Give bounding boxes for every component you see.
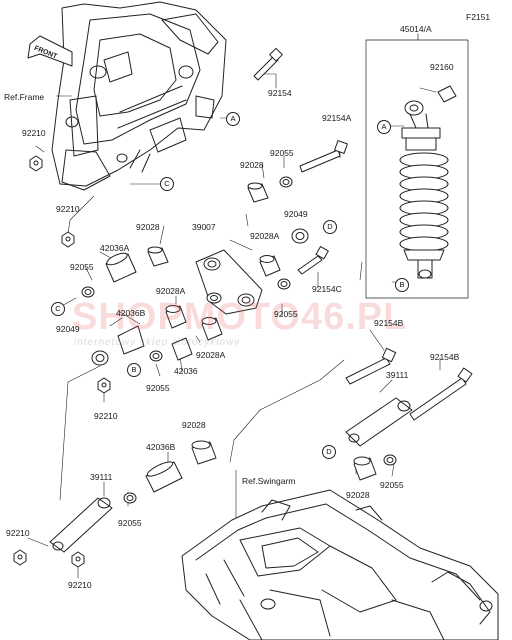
bolt-92154b-upper: [345, 347, 397, 385]
nut-92210-frame: [29, 155, 75, 248]
part-label-39111-left: 39111: [90, 472, 113, 482]
part-label-42036: 42036: [174, 366, 198, 376]
part-label-92028a-mid: 92028A: [156, 286, 186, 296]
part-label-42036a: 42036A: [100, 243, 130, 253]
sleeve-42036: [171, 337, 193, 361]
part-label-92055-lower: 92055: [118, 518, 142, 528]
nut-92210-lower: [13, 549, 85, 568]
seal-92055-mid: [149, 350, 163, 362]
part-label-92028-upper: 92028: [240, 160, 264, 170]
collar-92028a-right: [259, 255, 281, 277]
part-label-92028-mid: 92028: [136, 222, 160, 232]
part-label-92210-mid: 92210: [94, 411, 118, 421]
callout-b-shock: B: [395, 278, 409, 292]
part-label-92049-right: 92049: [284, 209, 308, 219]
collar-92028-upper: [247, 182, 269, 203]
rocker-arm-39007: [195, 249, 263, 315]
sleeve-42036a: [105, 252, 137, 283]
bolt-92154a: [299, 140, 348, 173]
bolt-92154b-right: [409, 367, 473, 421]
assembly-label: 45014/A: [400, 24, 432, 34]
washer-92049-right: [291, 228, 309, 244]
collar-92028-right-lower: [353, 456, 377, 481]
part-label-92154b-right: 92154B: [430, 352, 460, 362]
sleeve-42036b-mid: [117, 325, 145, 355]
bolt-92154: [253, 47, 283, 81]
nut-92210-mid: [97, 377, 111, 394]
part-label-92028-lower-left: 92028: [182, 420, 206, 430]
part-label-92154c: 92154C: [312, 284, 342, 294]
collar-92028a-mid: [165, 305, 187, 329]
part-label-92210-frame: 92210: [22, 128, 46, 138]
part-label-92055-right-lower: 92055: [380, 480, 404, 490]
part-label-92210-lower: 92210: [68, 580, 92, 590]
part-label-92154b-upper: 92154B: [374, 318, 404, 328]
part-label-92210-frame-2: 92210: [56, 204, 80, 214]
part-label-92210-lower-left: 92210: [6, 528, 30, 538]
part-label-39111-right: 39111: [386, 370, 409, 380]
ref-swingarm-label: Ref.Swingarm: [242, 476, 296, 486]
part-label-42036b-mid: 42036B: [116, 308, 146, 318]
front-arrow: [27, 35, 73, 67]
part-label-92055-right: 92055: [274, 309, 298, 319]
seal-92055-right-lower: [383, 454, 397, 466]
callout-a-frame: A: [226, 112, 240, 126]
swingarm-drawing: [181, 489, 499, 640]
part-label-92049-left: 92049: [56, 324, 80, 334]
part-label-39007: 39007: [192, 222, 216, 232]
part-label-92055-upper: 92055: [270, 148, 294, 158]
washer-92049-left: [91, 350, 109, 366]
part-label-92028a-right: 92028A: [250, 231, 280, 241]
collar-92028-mid: [147, 246, 169, 267]
part-label-92028a-lower: 92028A: [196, 350, 226, 360]
part-label-92154a: 92154A: [322, 113, 352, 123]
callout-a-shock: A: [377, 120, 391, 134]
part-label-42036b-lower: 42036B: [146, 442, 176, 452]
collar-92028a-lower: [201, 317, 223, 341]
shock-absorber-group: [365, 33, 469, 299]
seal-92055-right: [277, 278, 291, 290]
part-label-92154: 92154: [268, 88, 292, 98]
frame-drawing: [51, 1, 227, 191]
seal-92055-upper: [279, 176, 293, 188]
watermark-subtitle: internetowy sklep motocyklowy: [74, 337, 241, 348]
callout-c-frame: C: [160, 177, 174, 191]
part-label-92160: 92160: [430, 62, 454, 72]
watermark-text: SHOPMOTO46.PL: [72, 296, 408, 338]
tie-rod-39111-right: [345, 397, 413, 447]
seal-92055-lower: [123, 492, 137, 504]
seal-92055-left: [81, 286, 95, 298]
part-label-92028-right-lower: 92028: [346, 490, 370, 500]
part-label-92055-left: 92055: [70, 262, 94, 272]
callout-c-left: C: [51, 302, 65, 316]
collar-92028-lower-left: [191, 440, 217, 465]
ref-frame-label: Ref.Frame: [4, 92, 45, 102]
callout-b-mid: B: [127, 363, 141, 377]
figure-code: F2151: [466, 12, 491, 22]
bolt-92154c: [297, 246, 329, 275]
sleeve-42036b-lower: [145, 461, 183, 493]
callout-d-right: D: [322, 445, 336, 459]
part-label-92055-mid: 92055: [146, 383, 170, 393]
tie-rod-39111-left: [49, 497, 113, 553]
callout-d-link: D: [323, 220, 337, 234]
